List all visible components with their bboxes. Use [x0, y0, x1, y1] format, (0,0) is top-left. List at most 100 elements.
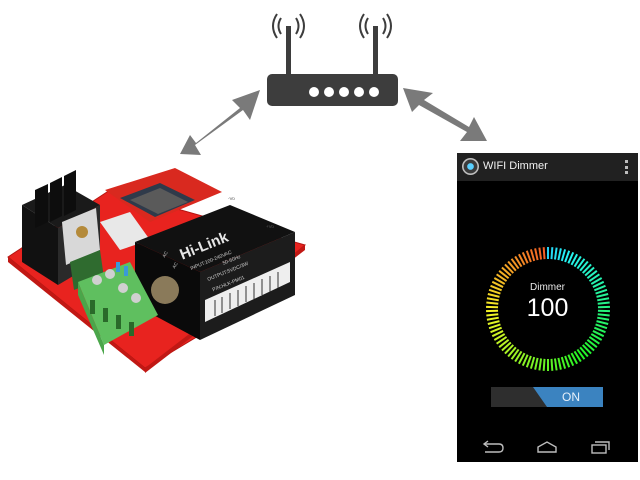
- dial-tick: [510, 348, 520, 360]
- dial-tick: [586, 270, 598, 280]
- dial-tick: [570, 253, 578, 266]
- dial-tick: [486, 316, 499, 321]
- dial-tick: [525, 250, 532, 263]
- bulb-app-icon: [462, 158, 479, 175]
- antenna-left: [272, 13, 305, 78]
- dial-tick: [501, 341, 512, 352]
- dial-tick: [542, 358, 546, 371]
- dial-tick: [560, 249, 567, 262]
- dial-tick: [597, 316, 610, 321]
- dial-tick: [491, 280, 504, 288]
- dial-tick: [570, 352, 578, 365]
- dial-tick: [487, 293, 500, 298]
- dial-tick: [567, 354, 575, 367]
- dial-tick: [501, 266, 512, 277]
- dial-tick: [595, 323, 608, 330]
- dial-tick: [521, 251, 529, 264]
- toggle-on-segment: [533, 387, 603, 407]
- dial-tick: [534, 357, 539, 370]
- dial-tick: [564, 355, 571, 368]
- dial-tick: [542, 247, 546, 260]
- dial-tick: [490, 284, 503, 292]
- dial-tick: [487, 320, 500, 325]
- dial-tick: [538, 358, 543, 371]
- dial-tick: [514, 255, 523, 268]
- dial-tick: [525, 355, 532, 368]
- dial-tick: [560, 356, 567, 369]
- pin-vo-pos: +Vo: [266, 224, 274, 229]
- dial-tick: [486, 297, 499, 302]
- dial-label: Dimmer: [530, 282, 565, 293]
- dial-tick: [507, 346, 517, 358]
- dial-tick: [582, 344, 592, 355]
- dial-tick: [573, 350, 582, 363]
- dial-tick: [590, 277, 603, 285]
- overflow-menu-icon[interactable]: [625, 160, 629, 174]
- heatsink: [22, 170, 104, 290]
- dial-tick: [504, 263, 514, 274]
- dial-tick: [550, 358, 554, 371]
- dial-tick: [593, 326, 606, 334]
- app-title: WIFI Dimmer: [483, 160, 548, 172]
- dial-tick: [592, 330, 605, 338]
- dial-tick: [553, 358, 558, 371]
- dial-tick: [486, 313, 499, 317]
- dial-tick: [521, 354, 529, 367]
- dial-tick: [538, 247, 543, 260]
- antenna-right: [359, 13, 392, 78]
- dial-value: 100: [526, 294, 569, 322]
- dial-tick: [597, 297, 610, 302]
- dial-tick: [584, 266, 595, 277]
- dial-tick: [529, 249, 536, 262]
- dial-tick: [564, 250, 571, 263]
- dial-tick: [592, 280, 605, 288]
- pin-ac-1: AC: [161, 250, 169, 259]
- nav-bar: [457, 433, 638, 462]
- dial-tick: [529, 356, 536, 369]
- dial-tick: [567, 251, 575, 264]
- dial-tick: [579, 260, 589, 272]
- pin-ac-2: AC: [171, 261, 179, 270]
- dial-tick: [510, 258, 520, 270]
- dial-tick: [588, 273, 600, 282]
- dial-tick: [597, 313, 610, 317]
- action-bar: WIFI Dimmer: [457, 153, 638, 181]
- dial-tick: [584, 341, 595, 352]
- dial-tick: [518, 352, 526, 365]
- dial-tick: [488, 288, 501, 295]
- dial-tick: [596, 293, 609, 298]
- dial-tick: [490, 326, 503, 334]
- dimmer-dial[interactable]: [484, 245, 612, 373]
- pin-vo-neg: -Vo: [228, 196, 235, 201]
- dial-tick: [486, 301, 499, 305]
- arrow-board-router: [180, 90, 260, 155]
- dial-tick: [593, 284, 606, 292]
- dial-tick: [582, 263, 592, 274]
- recents-icon[interactable]: [587, 437, 613, 457]
- back-icon[interactable]: [479, 437, 505, 457]
- dial-tick: [597, 301, 610, 305]
- dial-tick: [491, 330, 504, 338]
- router-leds: [309, 87, 379, 97]
- dimmer-board: Hi-Link INPUT:100-240VAC 50-60Hz OUTPUT:…: [7, 168, 307, 373]
- dial-tick: [493, 277, 506, 285]
- home-icon[interactable]: [534, 437, 560, 457]
- arrow-router-phone: [403, 88, 487, 141]
- dial-tick: [507, 260, 517, 272]
- dial-tick: [514, 350, 523, 363]
- power-toggle[interactable]: ON: [491, 387, 603, 407]
- dial-tick: [496, 273, 508, 282]
- dial-tick: [573, 255, 582, 268]
- hilink-module: Hi-Link INPUT:100-240VAC 50-60Hz OUTPUT:…: [135, 196, 295, 340]
- dial-tick: [579, 346, 589, 358]
- terminal-block: [78, 262, 158, 355]
- dial-tick: [504, 344, 514, 355]
- dial-tick: [496, 336, 508, 345]
- toggle-label: ON: [562, 390, 580, 404]
- dial-tick: [596, 320, 609, 325]
- dial-tick: [576, 348, 586, 360]
- dial-tick: [557, 357, 562, 370]
- router: [267, 13, 398, 106]
- dial-tick: [550, 247, 554, 260]
